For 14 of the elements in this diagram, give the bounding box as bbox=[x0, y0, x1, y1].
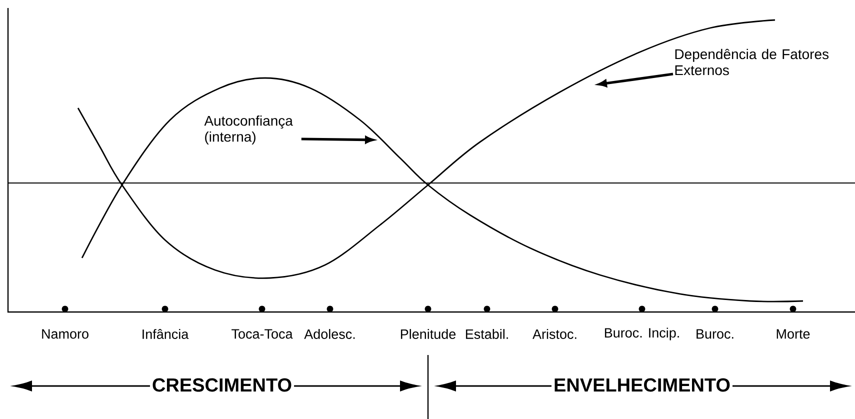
stage-label: Adolesc. bbox=[304, 329, 355, 339]
stage-label: Infância bbox=[142, 329, 189, 339]
stage-label: Namoro bbox=[42, 329, 88, 339]
stage-label: Toca-Toca bbox=[232, 329, 293, 339]
stage-label: Buroc. Incip. bbox=[604, 328, 679, 340]
annotation-text: Autoconfiança (interna) bbox=[204, 115, 293, 145]
stage-label: Plenitude bbox=[400, 329, 456, 339]
stage-label: Aristoc. bbox=[532, 329, 576, 339]
phase-label: ENVELHECIMENTO bbox=[552, 376, 732, 394]
stage-label: Estabil. bbox=[466, 329, 508, 339]
stage-label: Morte bbox=[776, 329, 810, 339]
stage-label: Buroc. bbox=[696, 329, 734, 339]
annotation-text: Dependência de Fatores Externos bbox=[675, 48, 829, 76]
phase-label: CRESCIMENTO bbox=[150, 376, 294, 394]
